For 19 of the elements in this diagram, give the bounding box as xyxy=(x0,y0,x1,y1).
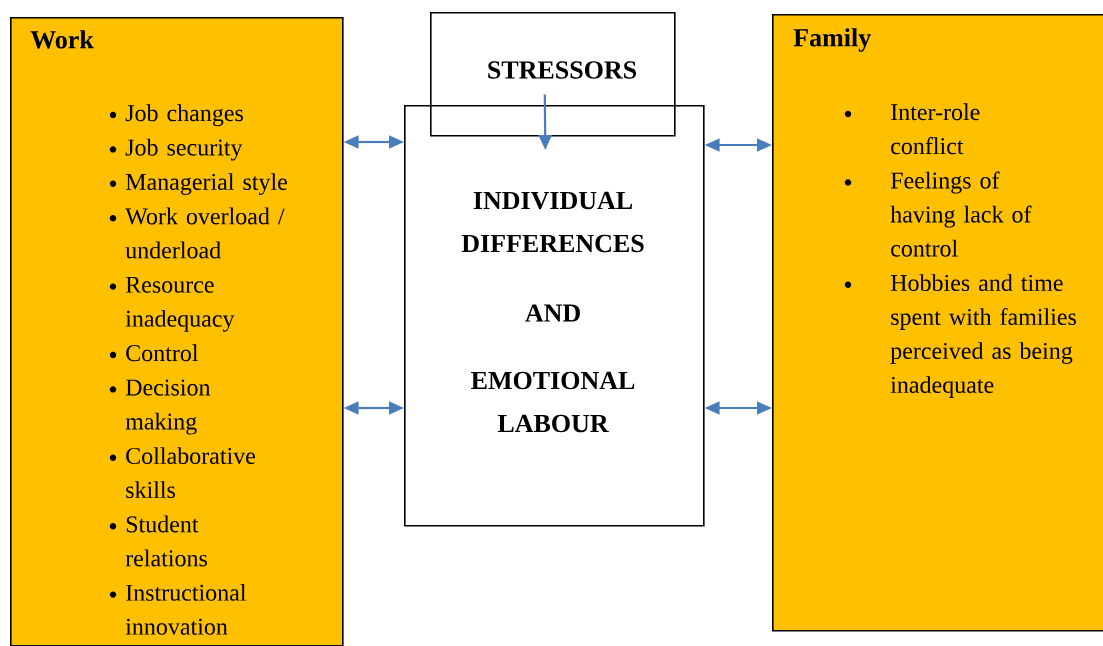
panel-heading: Work xyxy=(30,30,94,49)
bullet-item: Inter-role conflict xyxy=(891,103,980,155)
bullet-item: Student relations xyxy=(125,515,207,567)
bullet-item: Decision making xyxy=(125,379,211,435)
box-text: INDIVIDUAL DIFFERENCES xyxy=(461,191,644,253)
bullet-item: Job security xyxy=(125,138,243,161)
bullet-item: Managerial style xyxy=(125,173,287,195)
bullet-item: Resource inadequacy xyxy=(125,276,235,332)
bullet-item: Hobbies and time spent with families perceived as being inadequate xyxy=(890,274,1076,398)
box-text: EMOTIONAL LABOUR xyxy=(471,371,635,433)
box-text: STRESSORS xyxy=(488,61,637,79)
panel-heading: Family xyxy=(793,28,871,52)
bullet-item: Work overload / underload xyxy=(125,207,285,259)
bullet-item: Collaborative skills xyxy=(126,447,255,499)
bullet-item: Control xyxy=(126,344,199,362)
bullet-item: Job changes xyxy=(125,104,243,127)
box-text: AND xyxy=(525,304,580,322)
bullet-item: Feelings of having lack of control xyxy=(890,171,1032,257)
bullet-item: Instructional innovation xyxy=(125,583,247,635)
